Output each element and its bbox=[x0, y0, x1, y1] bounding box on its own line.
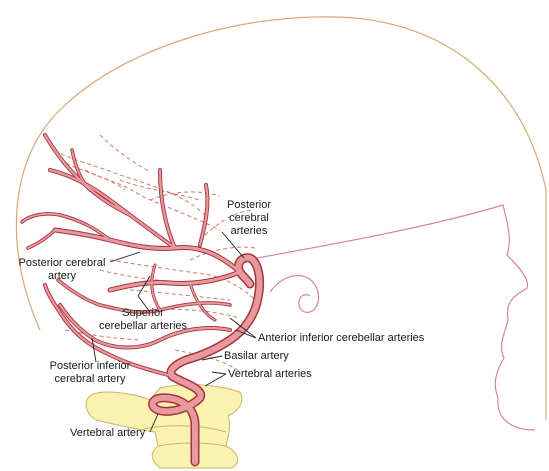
cervical-vertebrae bbox=[85, 384, 243, 469]
leader-lines bbox=[91, 231, 257, 433]
label-basilar-artery: Basilar artery bbox=[224, 350, 289, 362]
face-profile bbox=[234, 204, 536, 431]
skull-outline bbox=[15, 16, 547, 420]
artery-fill-layer bbox=[21, 133, 263, 465]
label-vertebral-artery: Vertebral artery bbox=[70, 427, 146, 439]
ear-outline bbox=[269, 275, 320, 313]
label-anterior-inferior-cerebellar-arteries: Anterior inferior cerebellar arteries bbox=[258, 332, 425, 344]
dashed-veins bbox=[54, 134, 256, 373]
label-vertebral-arteries: Vertebral arteries bbox=[228, 368, 312, 380]
